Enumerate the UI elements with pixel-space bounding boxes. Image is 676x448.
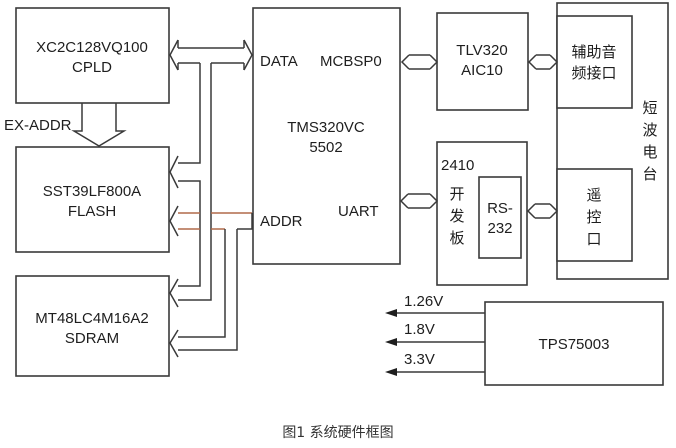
radio-char-4: 台 xyxy=(642,165,657,183)
ex-addr-label: EX-ADDR xyxy=(4,117,72,134)
regulator-block: TPS75003 xyxy=(484,301,664,386)
cpld-type-label: CPLD xyxy=(72,59,112,76)
rs232-line2: 232 xyxy=(487,220,512,237)
radio-char-1: 短 xyxy=(642,99,657,117)
uart-devboard-link xyxy=(399,193,439,209)
rail-3-voltage: 3.3V xyxy=(404,351,435,368)
sdram-type-label: SDRAM xyxy=(65,330,119,347)
codec-part-number: AIC10 xyxy=(461,62,503,79)
remote-char-3: 口 xyxy=(586,230,601,248)
dsp-port-addr: ADDR xyxy=(260,213,303,230)
dsp-port-data: DATA xyxy=(260,53,298,70)
aux-audio-line2: 频接口 xyxy=(571,64,616,82)
dsp-part-label: TMS320VC xyxy=(287,119,365,136)
rail-1-arrowhead xyxy=(385,309,397,317)
flash-block: SST39LF800A FLASH xyxy=(15,146,170,253)
flash-type-label: FLASH xyxy=(68,203,116,220)
rs232-block: RS- 232 xyxy=(478,176,522,259)
figure-caption: 图1 系统硬件框图 xyxy=(282,425,393,441)
rail-1-voltage: 1.26V xyxy=(404,293,443,310)
rs232-line1: RS- xyxy=(487,200,513,217)
dsp-port-mcbsp: MCBSP0 xyxy=(320,53,382,70)
radio-char-2: 波 xyxy=(642,121,657,139)
cpld-part-label: XC2C128VQ100 xyxy=(36,39,148,56)
flash-part-label: SST39LF800A xyxy=(43,183,141,200)
cpld-block: XC2C128VQ100 CPLD xyxy=(15,7,170,104)
dsp-part-number: 5502 xyxy=(309,139,342,156)
codec-audio-link xyxy=(527,54,559,70)
remote-control-port-block: 遥 控 口 xyxy=(556,168,633,262)
mcbsp-codec-link xyxy=(400,54,439,70)
devboard-char-2: 发 xyxy=(449,207,464,225)
devboard-char-1: 开 xyxy=(449,185,464,203)
devboard-model-label: 2410 xyxy=(441,157,474,174)
codec-block: TLV320 AIC10 xyxy=(436,12,529,111)
rail-2-voltage: 1.8V xyxy=(404,321,435,338)
rs232-remote-link xyxy=(526,203,559,219)
devboard-char-3: 板 xyxy=(449,229,464,247)
rail-2-arrowhead xyxy=(385,338,397,346)
radio-char-3: 电 xyxy=(642,143,657,161)
rail-3-arrowhead xyxy=(385,368,397,376)
aux-audio-interface-block: 辅助音 频接口 xyxy=(556,15,633,109)
address-bus xyxy=(169,205,253,358)
aux-audio-line1: 辅助音 xyxy=(571,43,616,61)
dsp-port-uart: UART xyxy=(338,203,379,220)
dsp-block: DATA MCBSP0 TMS320VC 5502 UART ADDR xyxy=(252,7,401,265)
codec-part-label: TLV320 xyxy=(456,42,507,59)
regulator-part-label: TPS75003 xyxy=(539,336,610,353)
remote-char-2: 控 xyxy=(586,208,601,226)
sdram-block: MT48LC4M16A2 SDRAM xyxy=(15,275,170,377)
ex-addr-arrow: EX-ADDR xyxy=(4,103,127,147)
data-bus xyxy=(169,39,253,308)
sdram-part-label: MT48LC4M16A2 xyxy=(35,310,148,327)
power-rails: 1.26V 1.8V 3.3V xyxy=(385,293,485,376)
remote-char-1: 遥 xyxy=(586,186,601,204)
